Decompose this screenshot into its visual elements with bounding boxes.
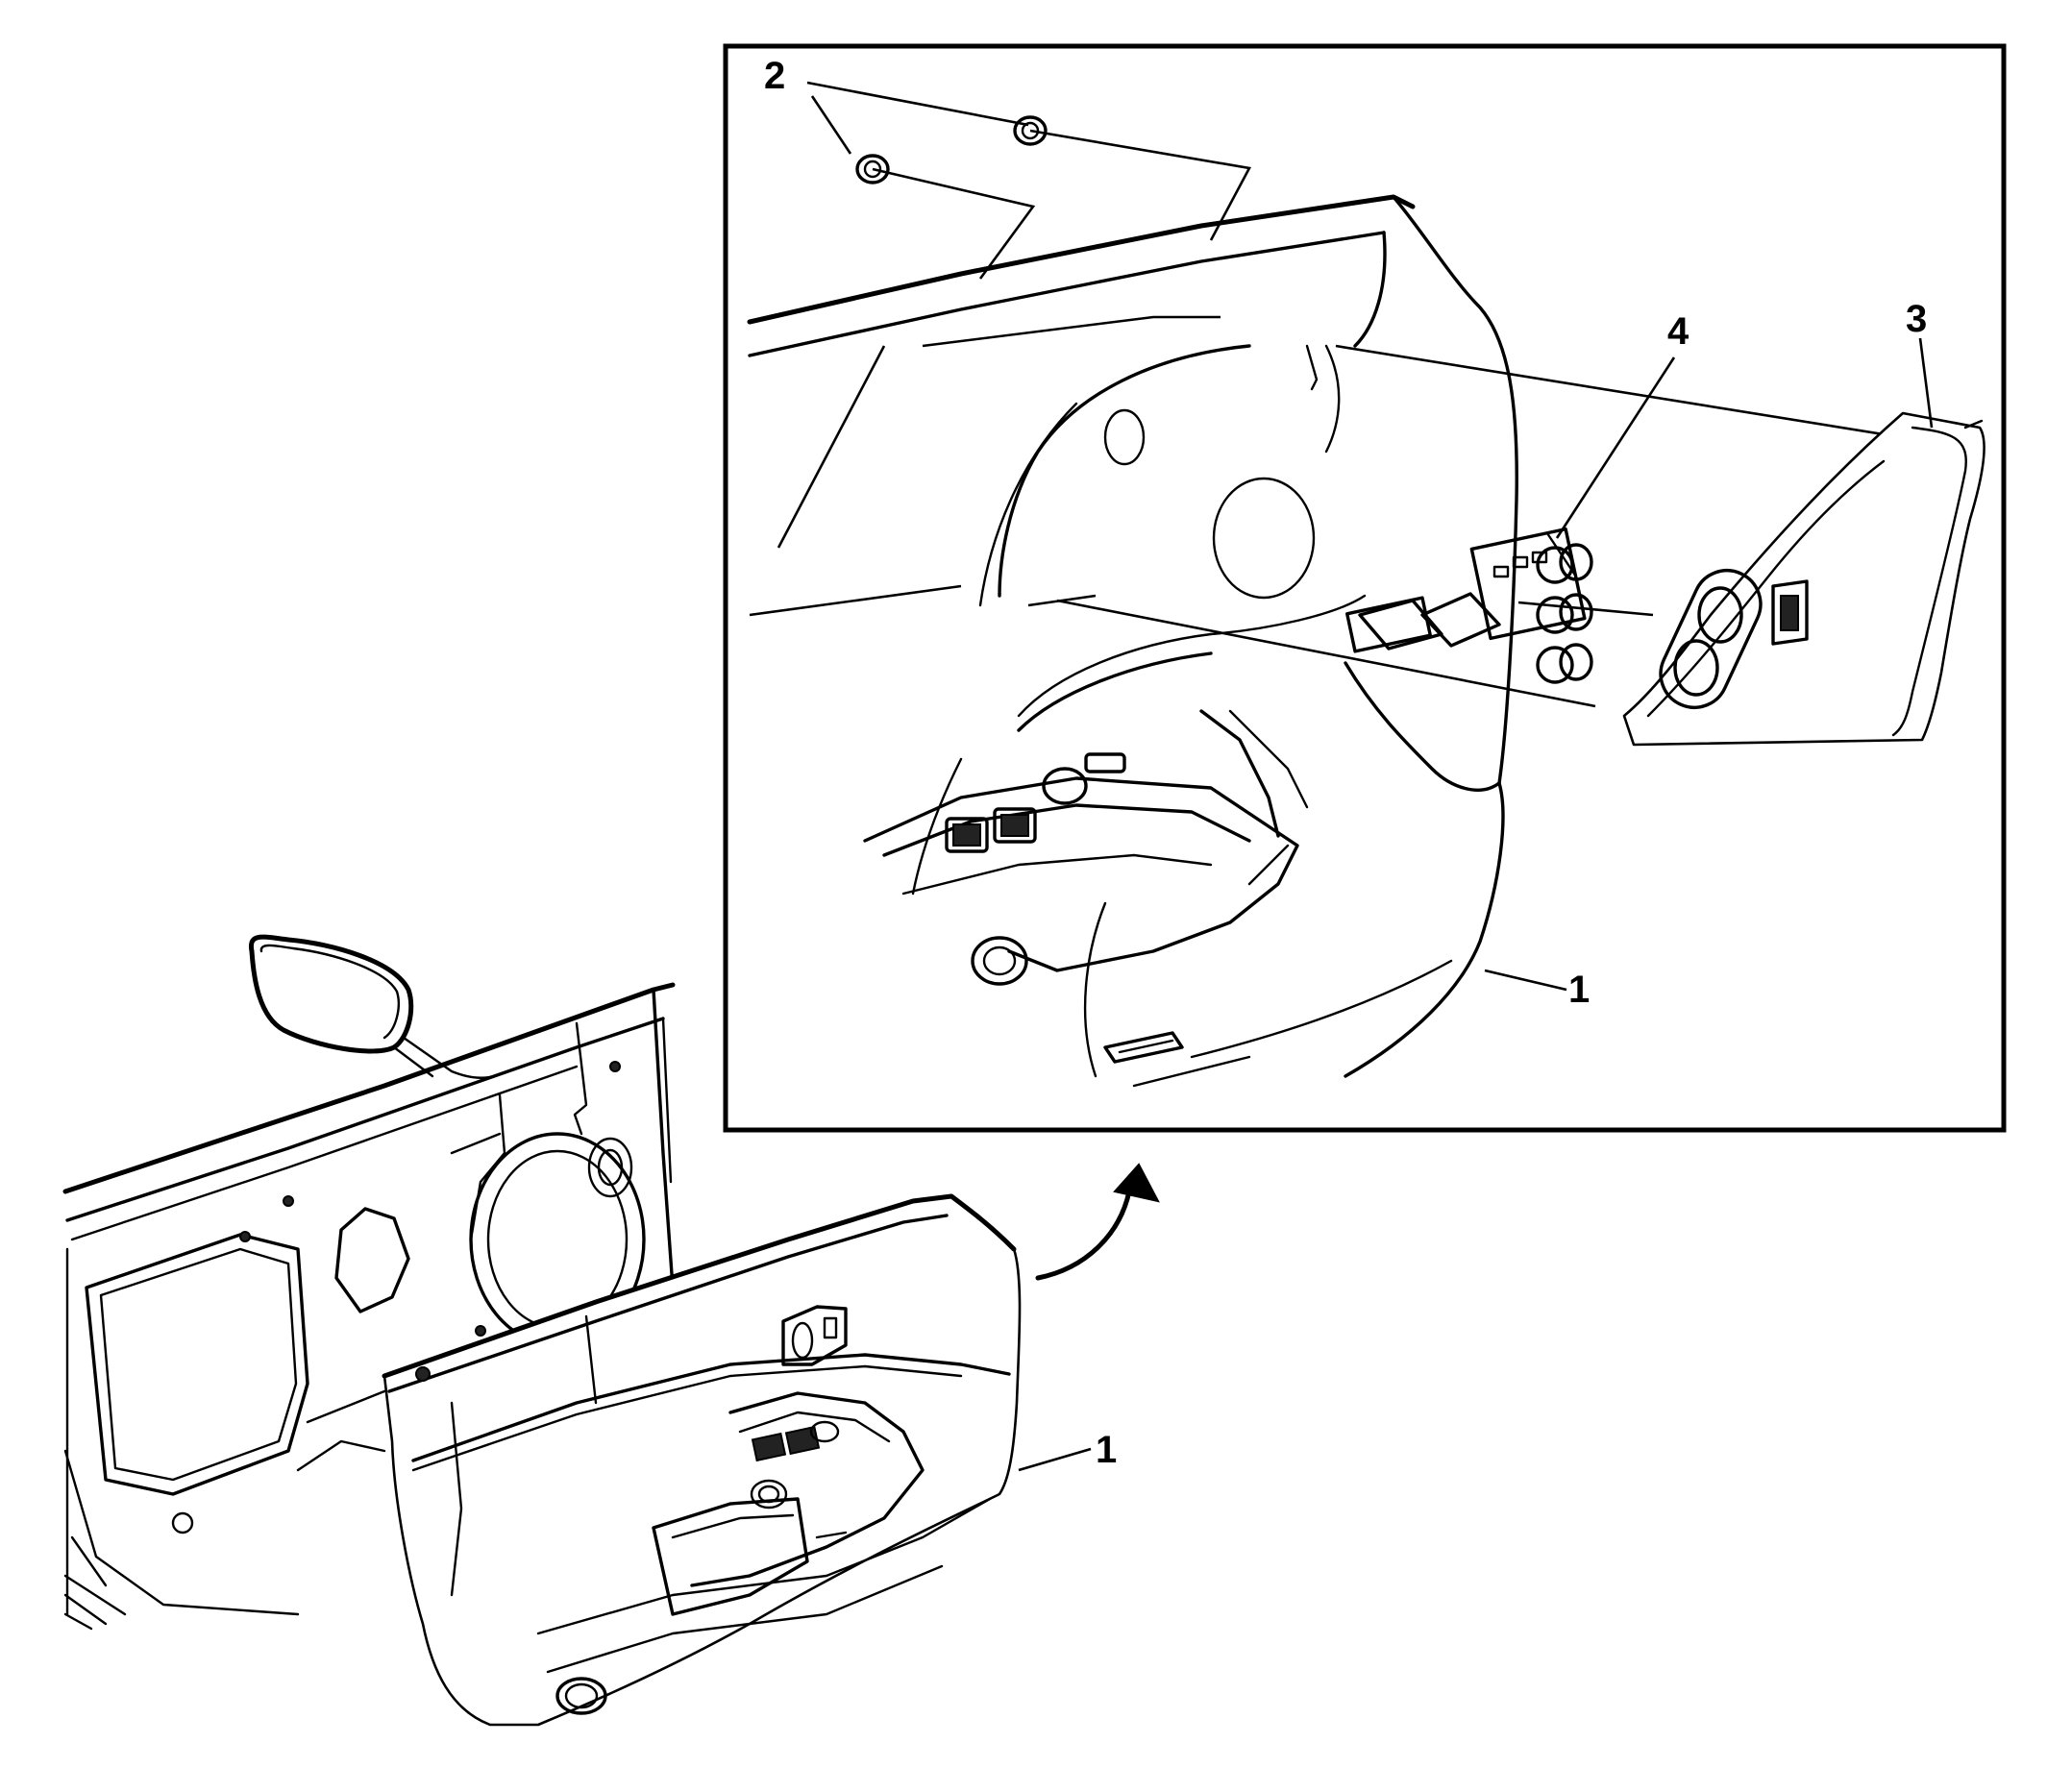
alignment-lines <box>749 315 1961 708</box>
trim-fasteners: 2 <box>764 55 1251 280</box>
door-trim-panel <box>382 1193 1022 1727</box>
inset-label-2: 2 <box>764 55 785 97</box>
door-assembly-view: 1 <box>62 934 1117 1727</box>
inset-label-4: 4 <box>1667 310 1689 353</box>
trim-panel-detail: 1 <box>747 194 1590 1088</box>
detail-arrow <box>1035 1163 1160 1281</box>
inset-label-3: 3 <box>1906 298 1927 340</box>
detail-inset: 2 <box>723 43 2007 1133</box>
switch-bezel: 3 <box>1622 298 1985 747</box>
main-leader-1 <box>1018 1447 1092 1472</box>
inset-label-1: 1 <box>1568 969 1590 1011</box>
main-label-1: 1 <box>1096 1429 1117 1471</box>
switch-assembly: 4 <box>1345 310 1689 684</box>
